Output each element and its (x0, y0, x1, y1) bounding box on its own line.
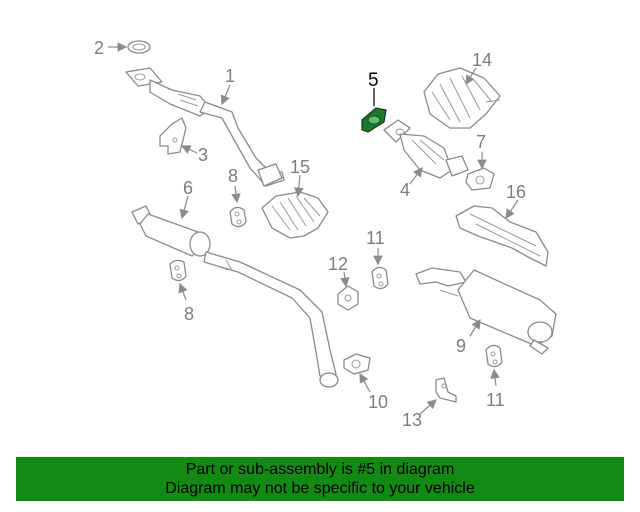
part-8-hanger-upper[interactable] (229, 206, 247, 228)
part-10-gasket[interactable] (343, 353, 371, 375)
callout-15: 15 (290, 157, 310, 177)
callout-1: 1 (225, 66, 235, 86)
part-6-intermediate-pipe[interactable] (131, 205, 339, 388)
leader-12 (340, 271, 350, 288)
part-11-hanger-lower[interactable] (485, 344, 503, 368)
leader-3 (180, 145, 198, 154)
part-16-heat-shield[interactable] (455, 205, 549, 267)
leader-11b (490, 368, 500, 387)
leader-8b (178, 282, 188, 301)
callout-11b: 11 (486, 390, 505, 410)
part-2-gasket[interactable] (127, 40, 151, 54)
callout-7: 7 (476, 132, 486, 152)
info-line-disclaimer: Diagram may not be specific to your vehi… (165, 480, 475, 497)
callout-3: 3 (198, 145, 208, 165)
leader-10 (359, 372, 371, 393)
part-5-gasket-highlighted[interactable] (361, 107, 387, 133)
part-4-catalytic-converter[interactable] (383, 119, 469, 179)
part-7-gasket[interactable] (465, 167, 495, 191)
callout-10: 10 (368, 392, 388, 412)
callout-16: 16 (506, 182, 526, 202)
callout-14: 14 (472, 50, 492, 70)
leader-8a (231, 185, 241, 204)
leader-13 (419, 399, 437, 415)
part-15-heat-shield[interactable] (261, 191, 329, 239)
part-1-front-pipe[interactable] (125, 67, 285, 187)
callout-6: 6 (183, 178, 193, 198)
callout-13: 13 (402, 410, 422, 430)
callout-5: 5 (368, 70, 379, 91)
leader-9 (469, 318, 481, 337)
part-12-clamp[interactable] (337, 285, 359, 311)
leader-6 (179, 195, 189, 220)
part-11-hanger-upper[interactable] (371, 266, 389, 290)
leader-4 (409, 167, 423, 185)
callout-12: 12 (328, 254, 348, 274)
part-3-bracket[interactable] (159, 117, 187, 155)
leader-15 (294, 174, 304, 198)
part-13-bracket[interactable] (435, 377, 457, 403)
callout-11a: 11 (366, 228, 385, 248)
leader-14 (465, 67, 477, 86)
part-8-hanger-lower[interactable] (169, 259, 187, 282)
part-14-heat-shield[interactable] (423, 67, 501, 129)
leader-1 (220, 84, 231, 106)
leader-16 (505, 199, 519, 219)
callout-9: 9 (456, 336, 466, 356)
callout-8b: 8 (184, 304, 194, 324)
info-line-part: Part or sub-assembly is #5 in diagram (185, 461, 455, 478)
exhaust-system-diagram: 2 1 3 8 1 (94, 38, 557, 430)
callout-8a: 8 (228, 166, 238, 186)
part-9-muffler[interactable] (415, 267, 557, 355)
callout-4: 4 (400, 180, 410, 200)
info-banner: Part or sub-assembly is #5 in diagram Di… (16, 457, 624, 501)
callout-2: 2 (94, 38, 104, 58)
